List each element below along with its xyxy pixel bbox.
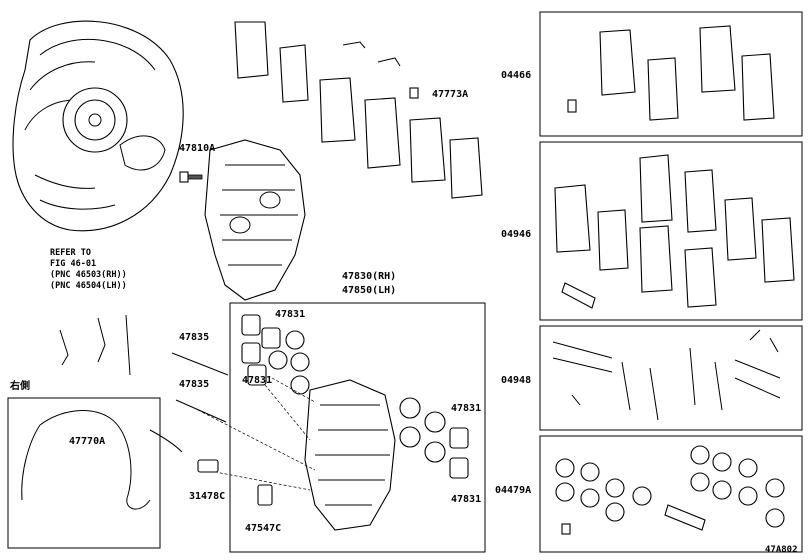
- diagram-id: 47A802: [765, 545, 798, 555]
- callout-47835-b: 47835: [179, 379, 210, 390]
- refer-note-line3: (PNC 46503(RH)): [50, 270, 127, 280]
- caliper-body-lower[interactable]: [304, 379, 396, 531]
- callout-04466: 04466: [501, 70, 532, 81]
- callout-47831-top: 47831: [275, 309, 306, 320]
- kit-box-04479A: [539, 435, 803, 553]
- refer-note-line4: (PNC 46504(LH)): [50, 281, 127, 291]
- shim-kit-04946[interactable]: [554, 154, 795, 309]
- kit-box-04946: [539, 141, 803, 321]
- arrow-to-sensor: [149, 429, 183, 453]
- callout-47773A: 47773A: [432, 89, 469, 100]
- refer-note-line1: REFER TO: [50, 248, 91, 258]
- bolt-47810A[interactable]: [179, 171, 203, 183]
- bleeder-plug-47547C[interactable]: [257, 484, 273, 506]
- callout-47770A: 47770A: [69, 436, 106, 447]
- piston-seals-left[interactable]: [241, 314, 310, 395]
- refer-note: REFER TO FIG 46-01 (PNC 46503(RH)) (PNC …: [50, 248, 127, 292]
- callout-47850-lh: 47850(LH): [342, 285, 397, 296]
- caliper-body-upper[interactable]: [204, 139, 306, 301]
- callout-47810A: 47810A: [179, 143, 216, 154]
- dust-shield[interactable]: [12, 20, 184, 232]
- caliper-assy-box: [229, 302, 486, 553]
- callout-47831-mid: 47831: [242, 375, 273, 386]
- kit-box-04948: [539, 325, 803, 431]
- callout-04479A: 04479A: [495, 485, 532, 496]
- shim-kit-top[interactable]: [234, 21, 483, 199]
- piston-seals-right[interactable]: [399, 397, 469, 479]
- sensor-plug-31478C[interactable]: [197, 459, 219, 473]
- callout-31478C: 31478C: [189, 491, 226, 502]
- springs-left[interactable]: [59, 314, 131, 376]
- callout-04948: 04948: [501, 375, 532, 386]
- pin-47835[interactable]: [171, 352, 229, 423]
- pad-kit-04466[interactable]: [567, 25, 775, 121]
- callout-47831-right-top: 47831: [451, 403, 482, 414]
- spring-kit-04948[interactable]: [552, 329, 781, 421]
- right-side-label: 右側: [10, 381, 30, 392]
- kit-box-04466: [539, 11, 803, 137]
- callout-04946: 04946: [501, 229, 532, 240]
- callout-47831-right-bottom: 47831: [451, 494, 482, 505]
- seal-kit-04479A[interactable]: [555, 445, 785, 535]
- callout-47547C: 47547C: [245, 523, 282, 534]
- callout-47835-a: 47835: [179, 332, 210, 343]
- refer-note-line2: FIG 46-01: [50, 259, 97, 269]
- sensor-box: [7, 397, 161, 549]
- callout-47830-rh: 47830(RH): [342, 271, 397, 282]
- sensor-wire-47770A[interactable]: [21, 410, 151, 510]
